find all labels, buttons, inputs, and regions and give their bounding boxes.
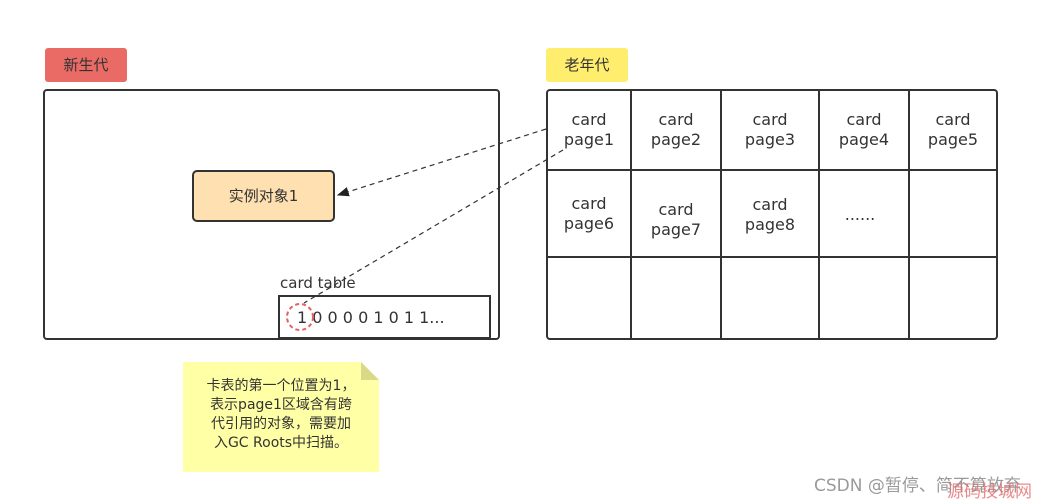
- card-page-ellipsis: ......: [844, 205, 876, 224]
- card-table-label: card table: [280, 274, 356, 292]
- watermark-overlay: 源码技城网: [947, 482, 1032, 502]
- grid-divider: [908, 91, 910, 338]
- card-page-2: card page2: [650, 110, 702, 149]
- instance-object-box: 实例对象1: [192, 170, 335, 222]
- highlight-circle: [286, 303, 314, 331]
- old-generation-region: [546, 89, 998, 340]
- card-page-1: card page1: [563, 110, 615, 149]
- card-table-link-line: [303, 149, 564, 304]
- card-page-3: card page3: [744, 110, 796, 149]
- card-table-bits: 1 0 0 0 0 1 0 1 1...: [297, 308, 445, 327]
- card-page-8: card page8: [744, 195, 796, 234]
- note-text: 卡表的第一个位置为1， 表示page1区域含有跨 代引用的对象，需要加 入GC …: [206, 378, 356, 451]
- cross-generation-reference-arrow: [336, 128, 547, 197]
- old-generation-label: 老年代: [546, 48, 628, 82]
- grid-divider: [720, 91, 722, 338]
- card-page-7: card page7: [650, 200, 702, 239]
- card-page-6: card page6: [563, 194, 615, 233]
- grid-divider: [548, 256, 996, 258]
- watermark: CSDN @暂停、简不算放弃: [814, 476, 1021, 496]
- grid-divider: [548, 169, 996, 171]
- card-page-5: card page5: [927, 110, 979, 149]
- grid-divider: [818, 91, 820, 338]
- young-generation-label: 新生代: [45, 48, 127, 82]
- card-page-4: card page4: [838, 110, 890, 149]
- grid-divider: [630, 91, 632, 338]
- sticky-note: [183, 362, 379, 472]
